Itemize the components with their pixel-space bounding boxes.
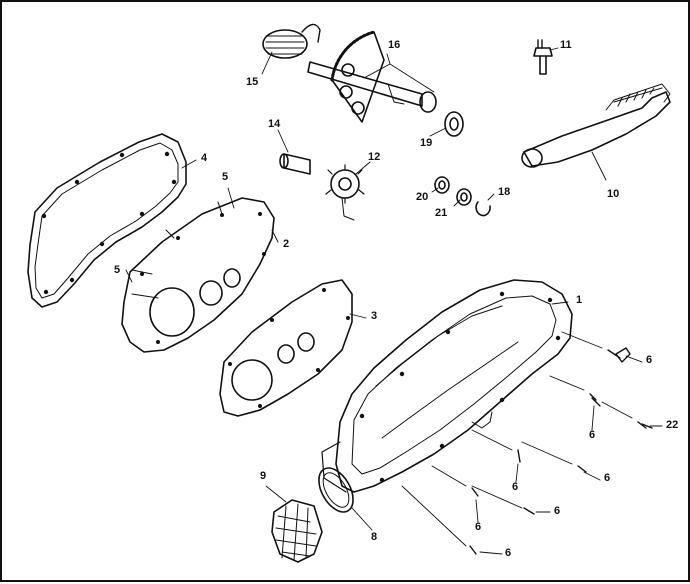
part-4-gasket xyxy=(27,133,187,308)
part-18-circlip xyxy=(475,201,491,217)
callout-5-lower: 5 xyxy=(114,264,121,276)
callout-6-b: 6 xyxy=(589,429,596,441)
callout-4: 4 xyxy=(201,152,208,164)
part-16-starter-gear xyxy=(307,30,437,123)
part-11-bolt xyxy=(533,47,553,75)
callout-6-e: 6 xyxy=(475,521,482,533)
callout-18: 18 xyxy=(498,186,511,198)
callout-9: 9 xyxy=(260,470,267,482)
bolts xyxy=(469,39,653,555)
callout-5-upper: 5 xyxy=(222,171,229,183)
part-19-washer xyxy=(444,111,464,137)
part-3-gasket xyxy=(219,279,353,417)
part-14-pin xyxy=(279,153,311,175)
callout-6-d: 6 xyxy=(604,472,611,484)
callout-12: 12 xyxy=(368,151,381,163)
callout-2: 2 xyxy=(283,238,290,250)
callout-1: 1 xyxy=(576,294,583,306)
callout-6-f: 6 xyxy=(554,505,561,517)
part-12-drive-gear xyxy=(325,164,365,221)
part-21-washer xyxy=(456,188,472,206)
callout-14: 14 xyxy=(268,118,281,130)
callout-8: 8 xyxy=(371,531,378,543)
callout-20: 20 xyxy=(416,191,429,203)
callout-3: 3 xyxy=(371,310,378,322)
callout-6-a: 6 xyxy=(646,354,653,366)
leader-lines xyxy=(125,47,663,555)
callout-15: 15 xyxy=(246,76,259,88)
part-8-seal-ring xyxy=(318,467,354,513)
part-10-kick-lever xyxy=(521,83,671,168)
part-9-filter xyxy=(271,499,323,563)
callout-6-g: 6 xyxy=(505,547,512,559)
callout-21: 21 xyxy=(435,207,448,219)
callout-22: 22 xyxy=(666,419,679,431)
part-1-crankcase-cover xyxy=(321,279,573,493)
callout-11: 11 xyxy=(560,39,572,51)
callout-10: 10 xyxy=(607,188,620,200)
callout-19: 19 xyxy=(420,137,433,149)
part-20-ring xyxy=(434,176,450,194)
callout-6-c: 6 xyxy=(512,481,519,493)
part-15-spring xyxy=(262,23,321,59)
callout-16: 16 xyxy=(388,39,401,51)
part-2-inner-cover xyxy=(121,197,275,353)
